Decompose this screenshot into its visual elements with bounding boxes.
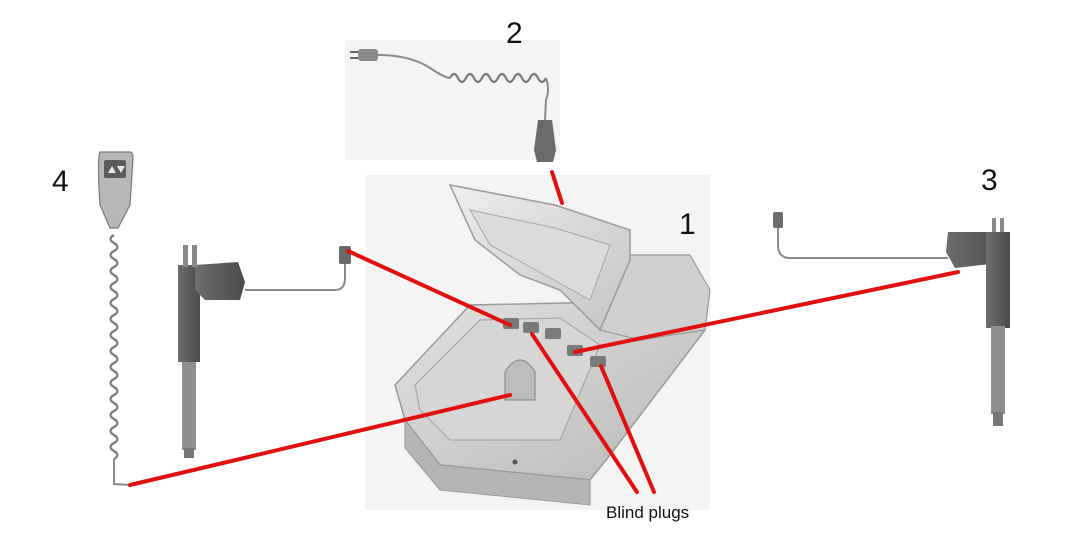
pointer-line-blind-plug-1 (530, 332, 639, 494)
pointer-line-blind-plug-2 (599, 364, 656, 494)
pointer-line-hand-control (128, 393, 512, 487)
pointer-lines (128, 170, 960, 494)
power-cable (345, 40, 560, 162)
control-box-led (512, 459, 518, 465)
actuator-right-tube (986, 232, 1010, 328)
control-box (365, 175, 711, 510)
actuator-right (773, 212, 1010, 426)
handset-holder (504, 359, 536, 401)
label-power-cable: 2 (506, 17, 523, 50)
hand-control-buttons (104, 160, 126, 178)
pointer-line-actuator-left (346, 249, 512, 327)
actuator-right-rod-end (993, 412, 1003, 426)
power-cable-wire (377, 54, 451, 79)
actuator-left-cable (245, 262, 346, 291)
power-cable-backdrop (345, 40, 560, 160)
label-control-box: 1 (679, 208, 696, 241)
actuator-left-motor (195, 262, 245, 300)
hand-control-coil (109, 234, 119, 460)
actuator-left (178, 245, 351, 458)
actuator-right-rod (991, 326, 1005, 414)
power-cable-connector (534, 120, 556, 162)
socket-5 (590, 356, 606, 367)
mains-plug (358, 49, 378, 61)
label-hand-control: 4 (52, 165, 69, 198)
pointer-line-power (550, 170, 564, 205)
actuator-left-mount-2 (192, 245, 197, 267)
socket-3 (545, 328, 561, 339)
hand-control (97, 151, 134, 486)
actuator-left-mount (183, 245, 188, 267)
actuator-right-mount-1 (992, 218, 996, 236)
hand-control-lead (113, 459, 131, 486)
power-cable-lead (544, 77, 549, 121)
actuator-left-plug (339, 246, 351, 264)
up-arrow-icon (108, 166, 116, 173)
control-box-lid-inner (469, 209, 611, 301)
power-cable-coil (449, 72, 547, 84)
label-actuator-right: 3 (981, 164, 998, 197)
actuator-left-rod-end (184, 448, 194, 458)
pointer-line-actuator-right (573, 270, 960, 354)
control-box-side (404, 418, 591, 506)
down-arrow-icon (117, 166, 125, 173)
actuator-right-mount-2 (1000, 218, 1004, 236)
actuator-right-cable (777, 226, 948, 259)
label-blind-plugs: Blind plugs (606, 503, 689, 522)
actuator-right-plug (773, 212, 783, 228)
socket-2 (523, 322, 539, 333)
actuator-left-rod (182, 360, 196, 450)
actuator-left-tube (178, 265, 200, 362)
